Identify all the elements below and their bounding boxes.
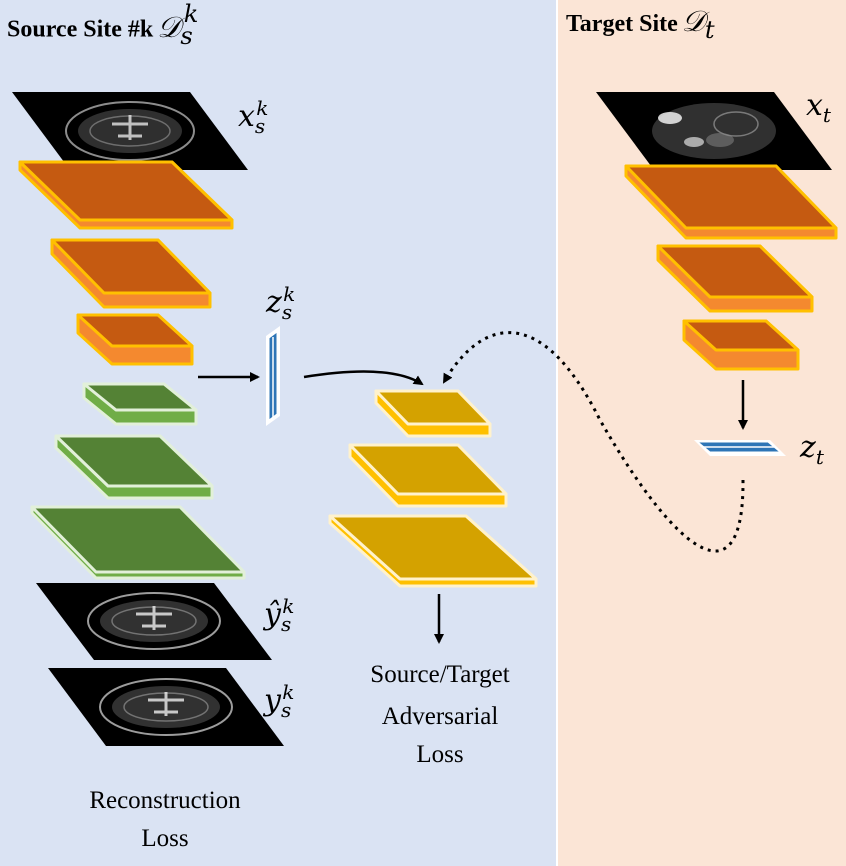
reconstruction-loss-caption: Reconstruction Loss [60, 782, 270, 858]
discriminator-layer-3 [328, 514, 538, 588]
label-source-input-sup: k [256, 96, 269, 120]
label-source-latent-sup: k [283, 282, 296, 306]
adversarial-loss-caption: Source/Target Adversarial Loss [342, 656, 538, 774]
target-dataset-symbol: 𝒟t [681, 4, 715, 44]
reconstruction-caption-line-2: Loss [141, 825, 189, 852]
target-input-image [596, 92, 832, 170]
source-site-title-text: Source Site #k [7, 16, 154, 43]
arrow-target-latent-to-discriminator [442, 331, 745, 553]
label-ground-truth-sup: k [282, 680, 295, 704]
label-reconstructed-sub: s [280, 612, 292, 636]
label-source-input-base: x [238, 99, 255, 134]
label-target-input-sub: t [822, 103, 831, 127]
source-dataset-sub: s [180, 21, 193, 50]
label-reconstructed-base: ŷ [264, 597, 281, 632]
reconstruction-caption-line-1: Reconstruction [89, 787, 241, 814]
source-encoder-layer-1 [18, 160, 234, 230]
source-decoder-layer-1 [82, 382, 198, 426]
discriminator-layer-1 [374, 389, 492, 438]
label-reconstructed-sup: k [282, 594, 295, 618]
target-encoder-layer-3 [682, 319, 800, 371]
label-source-input: xsk [238, 96, 277, 138]
reconstructed-image [36, 583, 272, 660]
adversarial-caption-line-1: Source/Target [370, 661, 510, 688]
label-target-latent: zt [800, 430, 824, 469]
target-dataset-sub: t [704, 15, 715, 44]
label-target-latent-base: z [800, 430, 816, 465]
label-target-input-base: x [806, 88, 823, 123]
source-encoder-layer-2 [50, 238, 212, 309]
source-decoder-layer-3 [30, 505, 246, 580]
label-source-input-sub: s [254, 114, 266, 138]
label-reconstructed: ŷsk [264, 594, 303, 636]
target-site-title: Target Site 𝒟t [566, 4, 715, 44]
source-dataset-letter: 𝒟 [157, 9, 181, 44]
target-encoder-layer-1 [624, 164, 838, 240]
ground-truth-image [48, 668, 284, 746]
target-site-title-text: Target Site [566, 11, 678, 37]
source-latent-vector [266, 326, 280, 426]
target-dataset-letter: 𝒟 [681, 4, 705, 38]
source-encoder-layer-3 [76, 313, 194, 366]
target-latent-vector [694, 440, 786, 456]
adversarial-caption-line-2: Adversarial [381, 703, 499, 730]
target-encoder-layer-2 [656, 244, 814, 313]
arrow-latent-to-discriminator [303, 370, 424, 386]
label-ground-truth-base: y [264, 683, 281, 718]
source-decoder-layer-2 [54, 434, 214, 500]
source-input-image [12, 92, 248, 170]
source-site-title: Source Site #k 𝒟sk [7, 0, 207, 49]
label-ground-truth-sub: s [280, 698, 292, 722]
label-source-latent-base: z [266, 285, 282, 320]
source-dataset-sup: k [183, 0, 199, 28]
label-source-latent-sub: s [281, 300, 293, 324]
label-target-input: xt [806, 88, 831, 127]
label-ground-truth: ysk [264, 680, 303, 722]
adversarial-caption-line-3: Loss [416, 741, 464, 768]
label-source-latent: zsk [266, 282, 304, 324]
discriminator-layer-2 [348, 443, 508, 508]
label-target-latent-sub: t [815, 445, 824, 469]
source-dataset-symbol: 𝒟sk [157, 0, 207, 49]
